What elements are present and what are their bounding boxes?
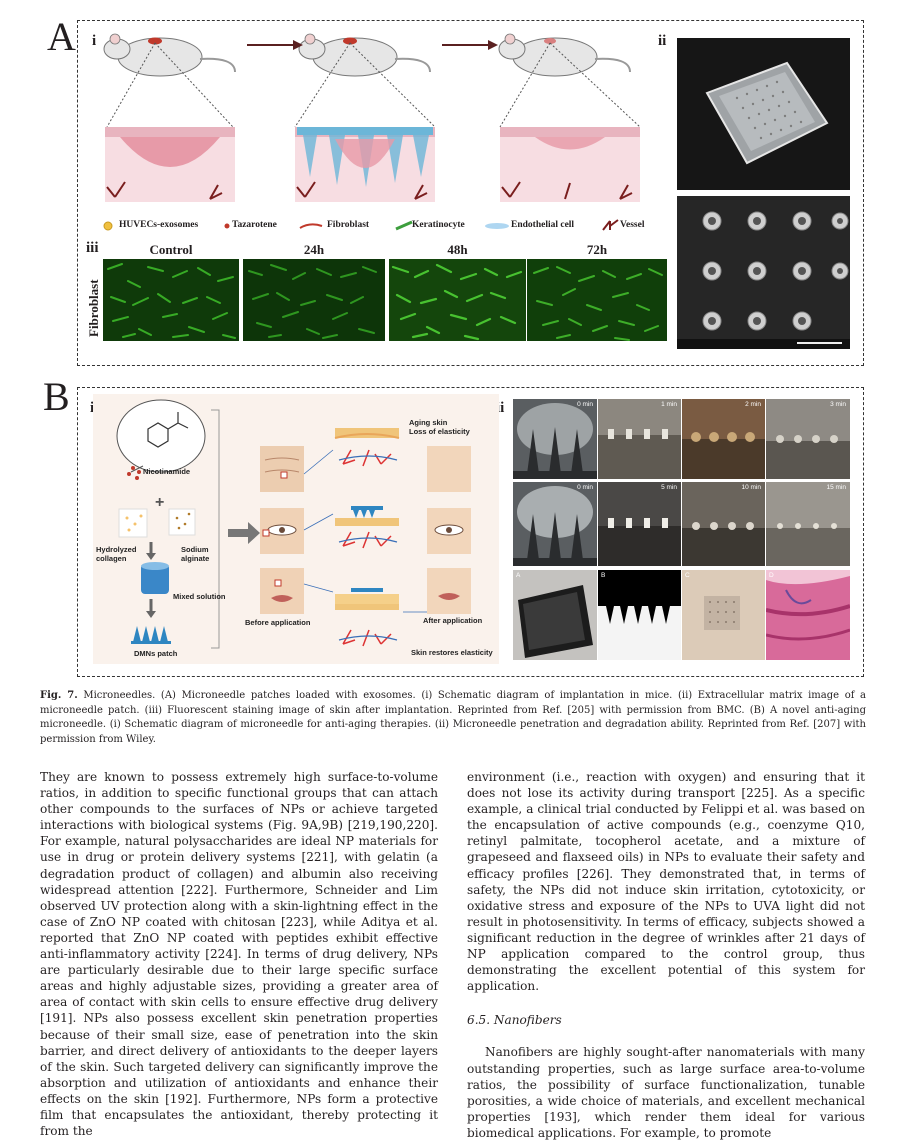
- fluorescence-image-72h: [527, 259, 667, 341]
- skin-section-healed: [500, 127, 640, 202]
- keratinocyte-icon: [395, 220, 413, 231]
- degradation-photo-15min: 15 min: [766, 482, 850, 566]
- label-before-application: Before application: [245, 618, 311, 627]
- left-column: They are known to possess extremely high…: [40, 769, 438, 1139]
- arrow-icon: [247, 40, 303, 50]
- label-dmns-patch: DMNs patch: [134, 649, 178, 658]
- legend-fibroblast: Fibroblast: [327, 220, 370, 230]
- penetration-photo-0min: 0 min: [513, 399, 597, 479]
- fluorescence-image-control: [103, 259, 239, 341]
- photo-letter: A: [516, 572, 521, 579]
- fibroblast-icon: [299, 223, 323, 229]
- timestamp: 2 min: [745, 401, 761, 408]
- fluorescence-image-48h: [389, 259, 526, 341]
- time-label-24h: 24h: [303, 242, 325, 257]
- label-after-application: After application: [423, 616, 483, 625]
- vessel-icon: [602, 219, 619, 231]
- label-sodium-alginate: Sodium alginate: [181, 545, 210, 563]
- microneedle-sem-image: [677, 196, 850, 349]
- penetration-photo-2min: 2 min: [682, 399, 765, 479]
- mouse-illustration-1: [103, 33, 236, 77]
- paragraph: Nanofibers are highly sought-after nanom…: [467, 1045, 865, 1140]
- panel-a-frame: [77, 20, 864, 366]
- endothelial-cell-icon: [485, 223, 509, 229]
- label-aging-skin: Aging skin: [409, 418, 448, 427]
- legend-vessel: Vessel: [620, 220, 645, 230]
- skin-photo-c: C: [682, 570, 765, 660]
- time-label-control: Control: [149, 242, 193, 257]
- mouse-illustration-2: [298, 33, 431, 77]
- legend-keratinocyte: Keratinocyte: [412, 220, 465, 230]
- panel-b-sub-i: i: [90, 400, 94, 417]
- skin-section-microneedle: [295, 127, 435, 202]
- photo-letter: D: [769, 572, 774, 579]
- section-heading: 6.5. Nanofibers: [467, 1013, 562, 1028]
- paragraph: environment (i.e., reaction with oxygen)…: [467, 770, 865, 994]
- degradation-photo-10min: 10 min: [682, 482, 765, 566]
- panel-a-sub-iii: iii: [86, 240, 99, 256]
- paragraph: They are known to possess extremely high…: [40, 770, 438, 1139]
- panel-b-letter: B: [43, 374, 70, 419]
- label-mixed-solution: Mixed solution: [173, 592, 226, 601]
- histology-photo-d: D: [766, 570, 850, 660]
- arrow-icon: [442, 40, 498, 50]
- time-label-72h: 72h: [586, 242, 608, 257]
- timestamp: 5 min: [661, 484, 677, 491]
- patch-photo-a: A: [513, 570, 597, 660]
- degradation-photo-0min: 0 min: [513, 482, 597, 566]
- svg-text:+: +: [155, 494, 164, 511]
- tazarotene-icon: [224, 223, 230, 229]
- patch-photo-b: B: [598, 570, 681, 660]
- caption-text: Microneedles. (A) Microneedle patches lo…: [40, 690, 866, 745]
- label-nicotinamide: Nicotinamide: [143, 467, 191, 476]
- label-hydrolyzed-collagen: Hydrolyzed collagen: [96, 545, 137, 563]
- photo-letter: B: [601, 572, 606, 579]
- label-loss-elasticity: Loss of elasticity: [409, 427, 470, 436]
- caption-label: Fig. 7.: [40, 690, 78, 701]
- photo-letter: C: [685, 572, 690, 579]
- label-skin-restores: Skin restores elasticity: [411, 648, 493, 657]
- molecule-bubble: [116, 399, 206, 473]
- microneedle-patch-photo: [677, 38, 850, 190]
- fibroblast-row-label: Fibroblast: [86, 279, 101, 337]
- time-label-48h: 48h: [447, 242, 468, 257]
- timestamp: 0 min: [577, 401, 593, 408]
- mouse-illustration-3: [498, 33, 631, 77]
- panel-a-sub-ii: ii: [658, 33, 667, 49]
- legend-endothelial: Endothelial cell: [511, 220, 575, 230]
- figure-caption: Fig. 7. Microneedles. (A) Microneedle pa…: [40, 689, 866, 747]
- panel-a-sub-i: i: [92, 33, 97, 49]
- panel-b-frame: [77, 387, 864, 677]
- legend-exosomes: HUVECs-exosomes: [119, 220, 199, 230]
- legend-tazarotene: Tazarotene: [232, 220, 277, 230]
- exosome-icon: [103, 221, 113, 231]
- timestamp: 1 min: [661, 401, 677, 408]
- penetration-photo-3min: 3 min: [766, 399, 850, 479]
- timestamp: 15 min: [826, 484, 846, 491]
- right-column: environment (i.e., reaction with oxygen)…: [467, 769, 865, 1141]
- legend-icons: [103, 219, 619, 231]
- implantation-schematic: [103, 33, 641, 202]
- timestamp: 0 min: [577, 484, 593, 491]
- panel-b-sub-ii: ii: [496, 400, 505, 416]
- skin-section-wound: [105, 127, 235, 202]
- fluorescence-image-24h: [243, 259, 385, 341]
- timestamp: 10 min: [741, 484, 761, 491]
- anti-aging-schematic: +: [93, 394, 499, 664]
- degradation-photo-5min: 5 min: [598, 482, 681, 566]
- penetration-photo-1min: 1 min: [598, 399, 681, 479]
- panel-a-letter: A: [47, 14, 76, 59]
- timestamp: 3 min: [830, 401, 846, 408]
